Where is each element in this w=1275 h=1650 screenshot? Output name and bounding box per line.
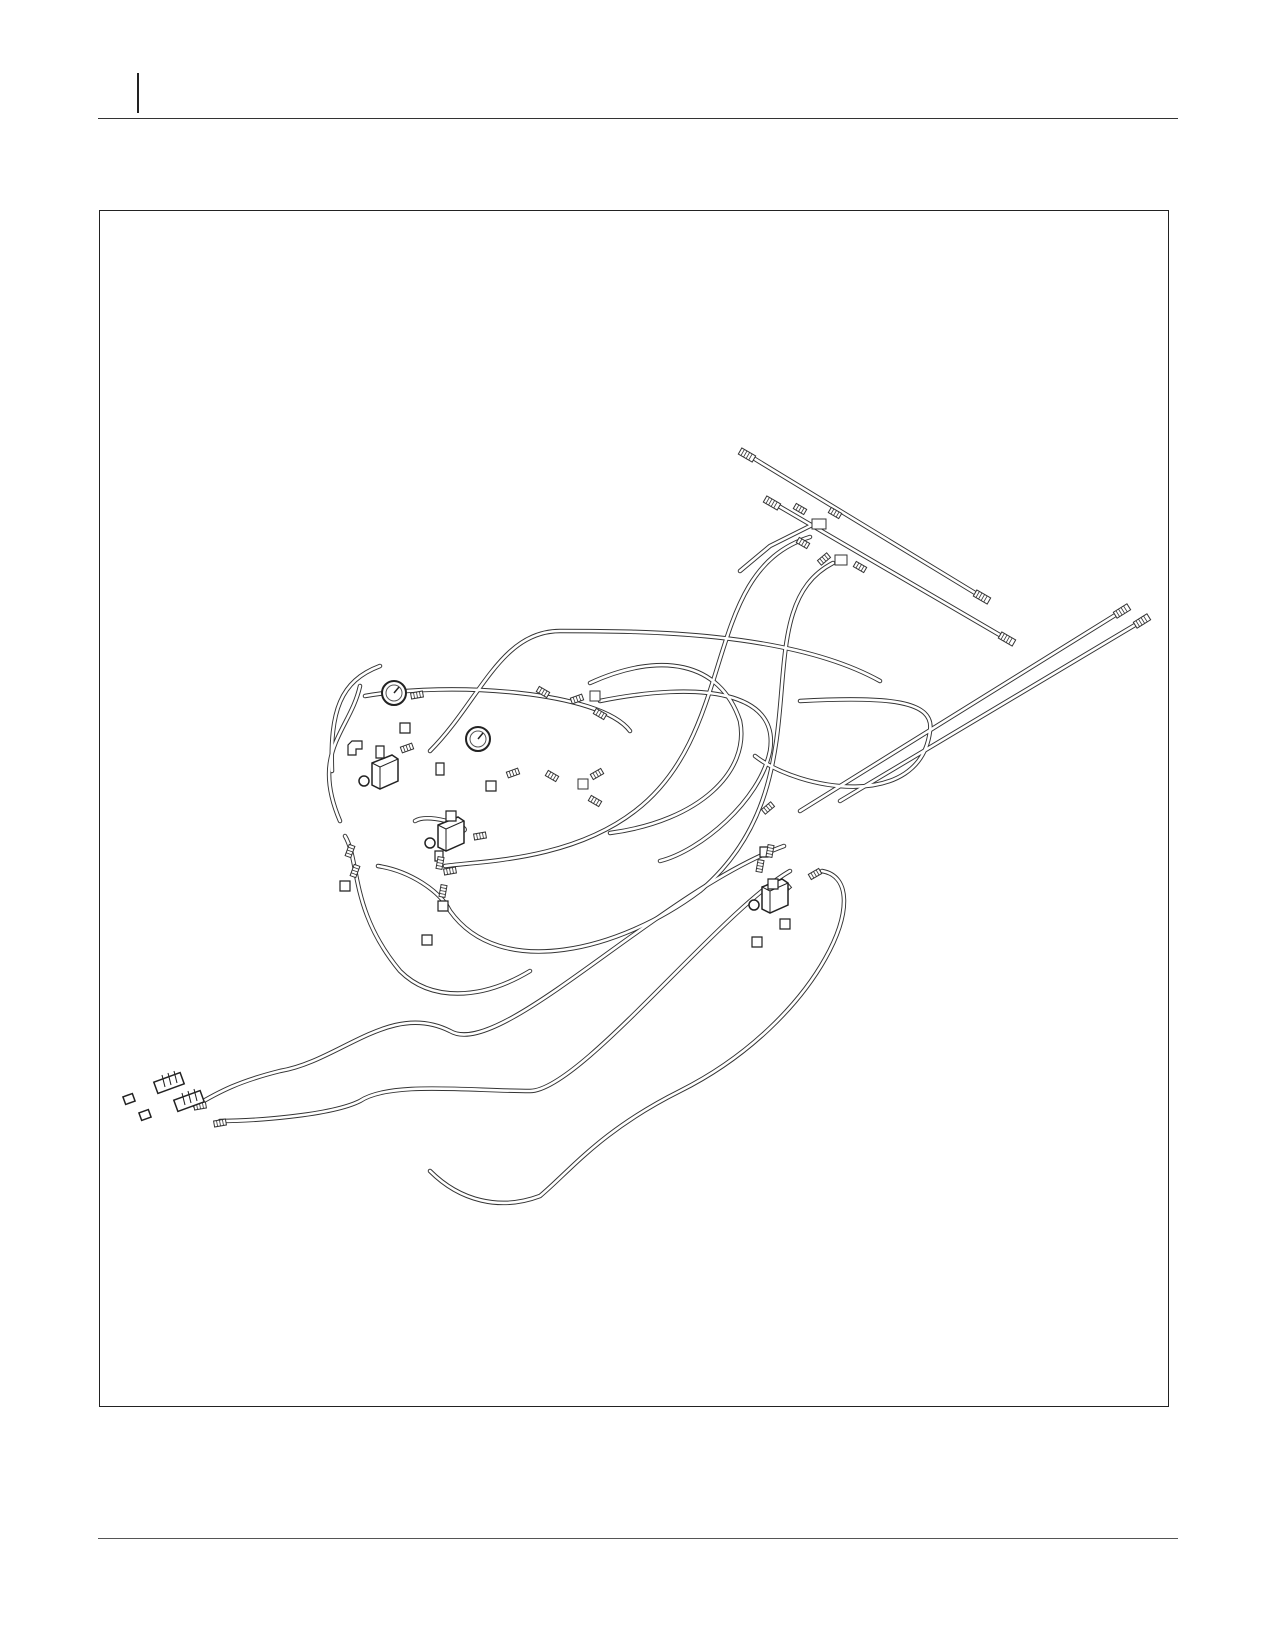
fitting bbox=[505, 767, 521, 779]
pressure-gauge-icon bbox=[381, 680, 407, 706]
hose-end-fitting bbox=[1132, 613, 1152, 629]
fitting bbox=[544, 769, 560, 783]
pressure-gauge-icon bbox=[465, 726, 491, 752]
valve-block-icon bbox=[424, 816, 465, 852]
header-tick-mark bbox=[137, 73, 139, 113]
dust-cap-icon bbox=[121, 1092, 153, 1122]
fitting bbox=[592, 707, 608, 721]
fitting bbox=[792, 502, 808, 516]
hose-inner bbox=[193, 451, 1147, 1205]
quick-coupler-icon bbox=[152, 1070, 206, 1113]
fitting bbox=[852, 560, 868, 574]
fitting bbox=[473, 831, 487, 841]
hydraulic-diagram bbox=[121, 447, 1152, 1206]
fitting bbox=[807, 867, 823, 881]
fitting bbox=[443, 866, 457, 876]
hose-end-fitting bbox=[737, 447, 757, 463]
elbow-fitting-icon bbox=[339, 722, 791, 948]
valve-block-icon bbox=[358, 754, 399, 790]
header-rule bbox=[98, 118, 1178, 119]
fitting bbox=[587, 794, 603, 808]
hose-end-fitting bbox=[762, 495, 782, 511]
hose-outlines bbox=[192, 450, 1148, 1206]
fitting bbox=[399, 742, 415, 754]
tee-fitting bbox=[577, 518, 848, 790]
hose-end-fitting bbox=[1112, 603, 1132, 619]
footer-rule bbox=[98, 1538, 1178, 1539]
hose-end-fitting bbox=[972, 589, 992, 605]
fitting bbox=[589, 767, 605, 781]
fitting bbox=[213, 1118, 227, 1128]
figure-frame bbox=[99, 210, 1169, 1407]
hose-end-fitting bbox=[997, 631, 1017, 647]
hose-end-fitting bbox=[344, 843, 775, 898]
